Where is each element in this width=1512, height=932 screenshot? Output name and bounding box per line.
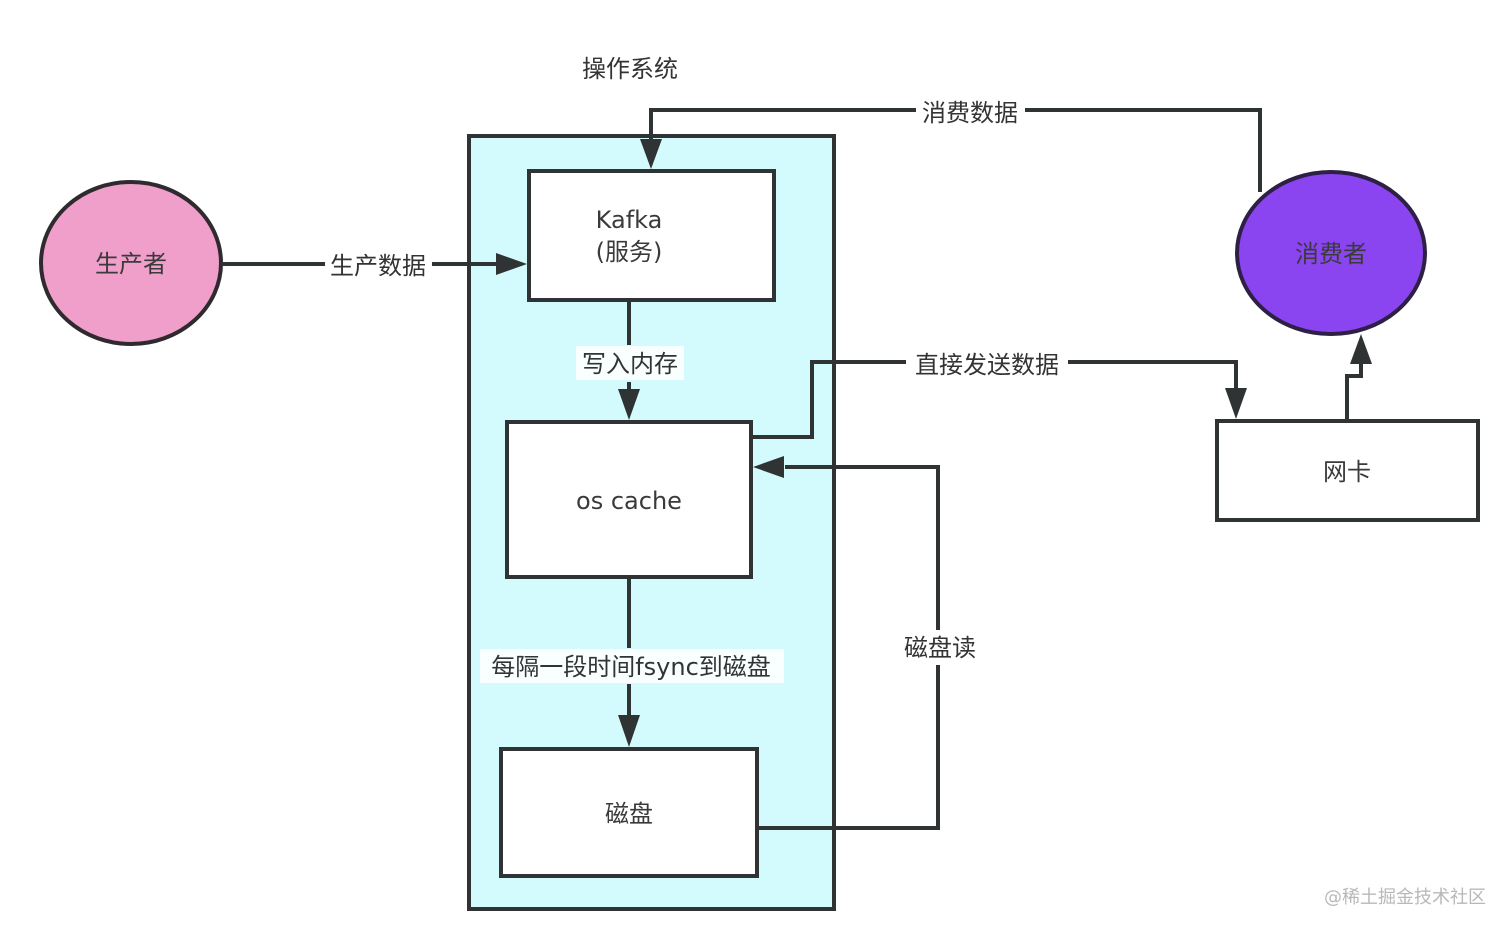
edge-nic-to-consumer	[1345, 334, 1372, 421]
kafka-service-node[interactable]	[527, 169, 776, 302]
producer-label: 生产者	[95, 250, 167, 278]
arrow-head-icon	[1350, 334, 1372, 364]
edge-consume-label: 消费数据	[922, 99, 1018, 127]
consumer-node[interactable]	[1235, 170, 1427, 336]
arrow-head-icon	[1225, 388, 1247, 419]
edge-consume: 消费数据	[640, 99, 1262, 192]
edge-send-direct: 直接发送数据	[751, 351, 1247, 439]
os-cache-node[interactable]	[505, 420, 753, 579]
edge-fsync-label: 每隔一段时间fsync到磁盘	[491, 653, 771, 681]
nic-label: 网卡	[1323, 458, 1371, 486]
consumer-label: 消费者	[1295, 240, 1367, 268]
os-group-title: 操作系统	[582, 55, 678, 83]
disk-node[interactable]	[499, 747, 759, 878]
arrow-head-icon	[618, 389, 640, 420]
kafka-label-line1: Kafka	[596, 206, 663, 234]
edge-produce: 生产数据	[221, 252, 527, 280]
edge-produce-label: 生产数据	[330, 252, 426, 280]
edge-write-memory-label: 写入内存	[582, 350, 678, 378]
edge-fsync: 每隔一段时间fsync到磁盘	[480, 577, 784, 747]
os-cache-label: os cache	[576, 487, 682, 515]
arrow-head-icon	[640, 139, 662, 169]
edge-disk-read: 磁盘读	[753, 456, 976, 830]
edge-send-direct-label: 直接发送数据	[915, 351, 1059, 379]
edge-disk-read-label: 磁盘读	[904, 634, 976, 662]
arrow-head-icon	[496, 253, 527, 275]
arrow-head-icon	[618, 715, 640, 747]
disk-label: 磁盘	[605, 800, 653, 828]
edge-write-memory: 写入内存	[576, 300, 684, 420]
kafka-label-line2: (服务)	[596, 238, 663, 266]
watermark: @稀土掘金技术社区	[1324, 887, 1486, 908]
arrow-head-icon	[753, 456, 784, 478]
